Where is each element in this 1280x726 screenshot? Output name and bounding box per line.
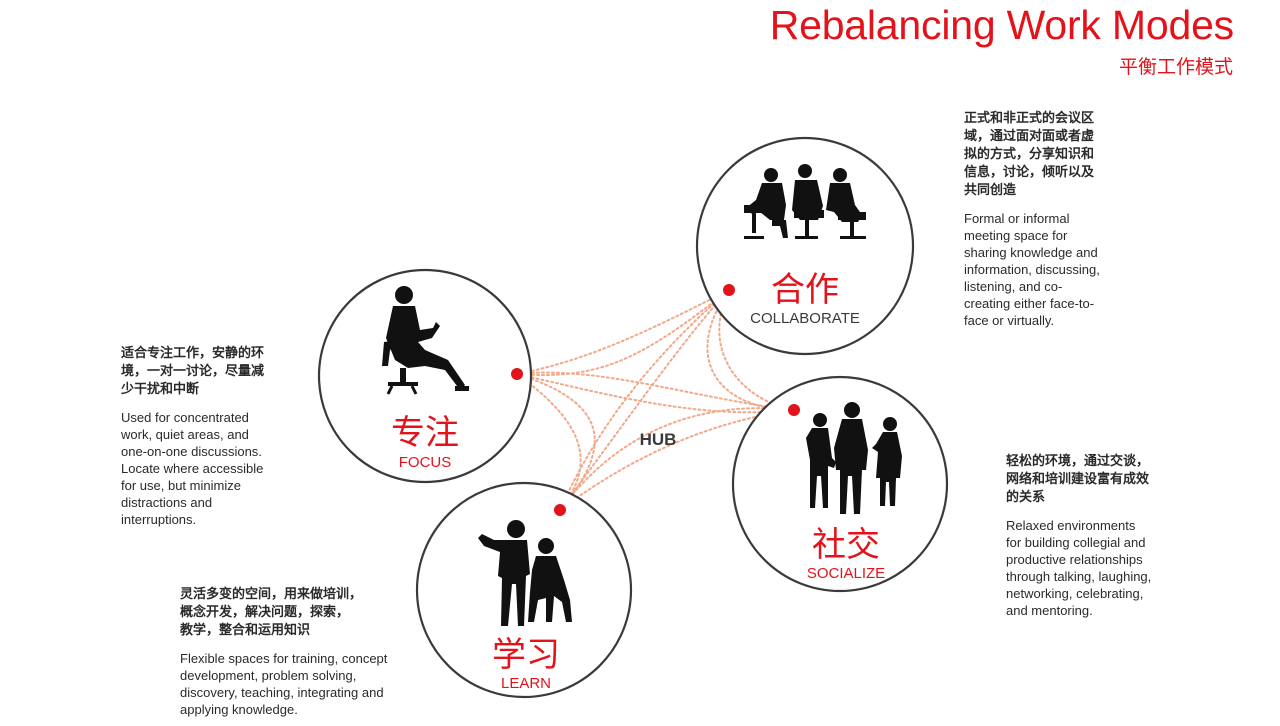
collaborate-description: 正式和非正式的会议区 域，通过面对面或者虚 拟的方式，分享知识和 信息，讨论，倾… [964,110,1134,329]
page-title: Rebalancing Work Modes [769,2,1235,48]
focus-desc-en: Used for concentrated work, quiet areas,… [121,410,264,527]
socialize-dot [788,404,800,416]
connector-focus-learn [516,373,596,511]
learn-en-label: LEARN [501,675,551,692]
collaborate-desc-en: Formal or informal meeting space for sha… [964,211,1100,328]
focus-en-label: FOCUS [399,454,452,471]
learn-desc-zh: 灵活多变的空间，用来做培训， 概念开发，解决问题，探索， 教学，整合和运用知识 [180,587,363,638]
connector-socialize-learn [559,407,795,511]
socialize-en-label: SOCIALIZE [807,565,885,582]
collaborate-people-icon [744,164,866,239]
collaborate-desc-zh: 正式和非正式的会议区 域，通过面对面或者虚 拟的方式，分享知识和 信息，讨论，倾… [964,111,1095,198]
connector-focus-collaborate-2 [516,289,730,375]
focus-zh-label: 专注 [391,413,459,453]
socialize-desc-zh: 轻松的环境，通过交谈， 网络和培训建设富有成效 的关系 [1006,454,1150,505]
collaborate-circle [695,136,915,356]
connector-focus-collaborate [516,289,730,376]
focus-circle [317,268,533,484]
focus-description: 适合专注工作，安静的环 境，一对一讨论，尽量减 少干扰和中断 Used for … [121,345,306,528]
learn-desc-en: Flexible spaces for training, concept de… [180,651,388,717]
connector-collab-learn-2 [559,289,730,511]
learn-zh-label: 学习 [492,635,560,675]
collaborate-en-label: COLLABORATE [750,310,860,327]
connector-collab-learn [559,289,730,511]
learn-dot [554,504,566,516]
collaborate-zh-label: 合作 [771,270,839,310]
connector-focus-socialize-2 [516,373,795,414]
connector-focus-learn-2 [516,373,582,511]
learn-description: 灵活多变的空间，用来做培训， 概念开发，解决问题，探索， 教学，整合和运用知识 … [180,586,420,718]
connector-focus-socialize [516,371,795,411]
socialize-desc-en: Relaxed environments for building colleg… [1006,518,1152,618]
hub-label: HUB [640,430,677,449]
collaborate-dot [723,284,735,296]
focus-desc-zh: 适合专注工作，安静的环 境，一对一讨论，尽量减 少干扰和中断 [121,346,265,397]
focus-person-icon [382,286,469,395]
socialize-people-icon [806,402,902,514]
socialize-zh-label: 社交 [812,525,880,565]
learn-people-icon [478,520,572,626]
socialize-description: 轻松的环境，通过交谈， 网络和培训建设富有成效 的关系 Relaxed envi… [1006,453,1196,619]
focus-dot [511,368,523,380]
page-subtitle: 平衡工作模式 [1118,56,1233,78]
